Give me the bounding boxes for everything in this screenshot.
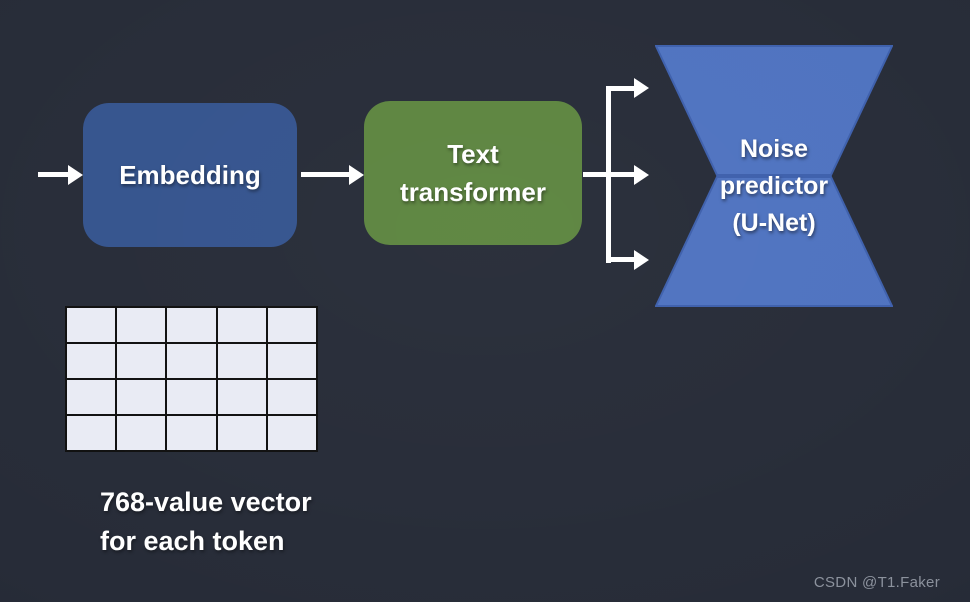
vector-grid	[65, 306, 318, 452]
arrow-line	[301, 172, 351, 177]
arrow-line	[583, 172, 634, 177]
vector-caption-line2: for each token	[100, 526, 285, 556]
vector-caption-line1: 768-value vector	[100, 487, 312, 517]
vector-grid-cell	[167, 416, 216, 450]
vector-grid-cell	[67, 308, 116, 342]
vector-grid-cell	[67, 380, 116, 414]
vector-grid-cell	[217, 308, 266, 342]
vector-grid-cell	[267, 344, 316, 378]
vector-grid-cell	[67, 344, 116, 378]
arrow-line	[38, 172, 70, 177]
node-text-transformer-label: Text transformer	[400, 139, 546, 207]
watermark: CSDN @T1.Faker	[813, 574, 940, 591]
unet-bottom-trapezoid	[655, 176, 893, 307]
vector-grid-cell	[117, 308, 166, 342]
vector-grid-cell	[217, 380, 266, 414]
vector-grid-cell	[167, 344, 216, 378]
vector-grid-cell	[117, 344, 166, 378]
vector-grid-cell	[167, 308, 216, 342]
vector-caption: 768-value vector for each token	[100, 483, 312, 561]
unet-hourglass-shape	[655, 45, 893, 307]
arrow-line	[606, 257, 634, 262]
arrow-head-icon	[349, 165, 364, 185]
arrow-line	[606, 86, 634, 91]
unet-top-trapezoid	[655, 45, 893, 176]
node-embedding: Embedding	[83, 103, 297, 247]
vector-grid-cell	[117, 380, 166, 414]
node-noise-predictor-line3: (U-Net)	[732, 209, 816, 237]
arrow-head-icon	[634, 78, 649, 98]
arrow-head-icon	[634, 165, 649, 185]
vector-grid-cell	[267, 380, 316, 414]
arrow-head-icon	[68, 165, 83, 185]
vector-grid-cell	[217, 344, 266, 378]
vector-grid-cell	[117, 416, 166, 450]
node-noise-predictor-line2: predictor	[719, 172, 829, 200]
node-text-transformer: Text transformer	[364, 101, 582, 245]
node-embedding-label: Embedding	[119, 159, 261, 190]
node-noise-predictor-label: Noise predictor (U-Net)	[655, 131, 893, 242]
vector-grid-cell	[267, 416, 316, 450]
vector-grid-cell	[267, 308, 316, 342]
vector-grid-cell	[217, 416, 266, 450]
vector-grid-cell	[167, 380, 216, 414]
node-noise-predictor-line1: Noise	[739, 135, 809, 163]
arrow-head-icon	[634, 250, 649, 270]
vector-grid-cell	[67, 416, 116, 450]
